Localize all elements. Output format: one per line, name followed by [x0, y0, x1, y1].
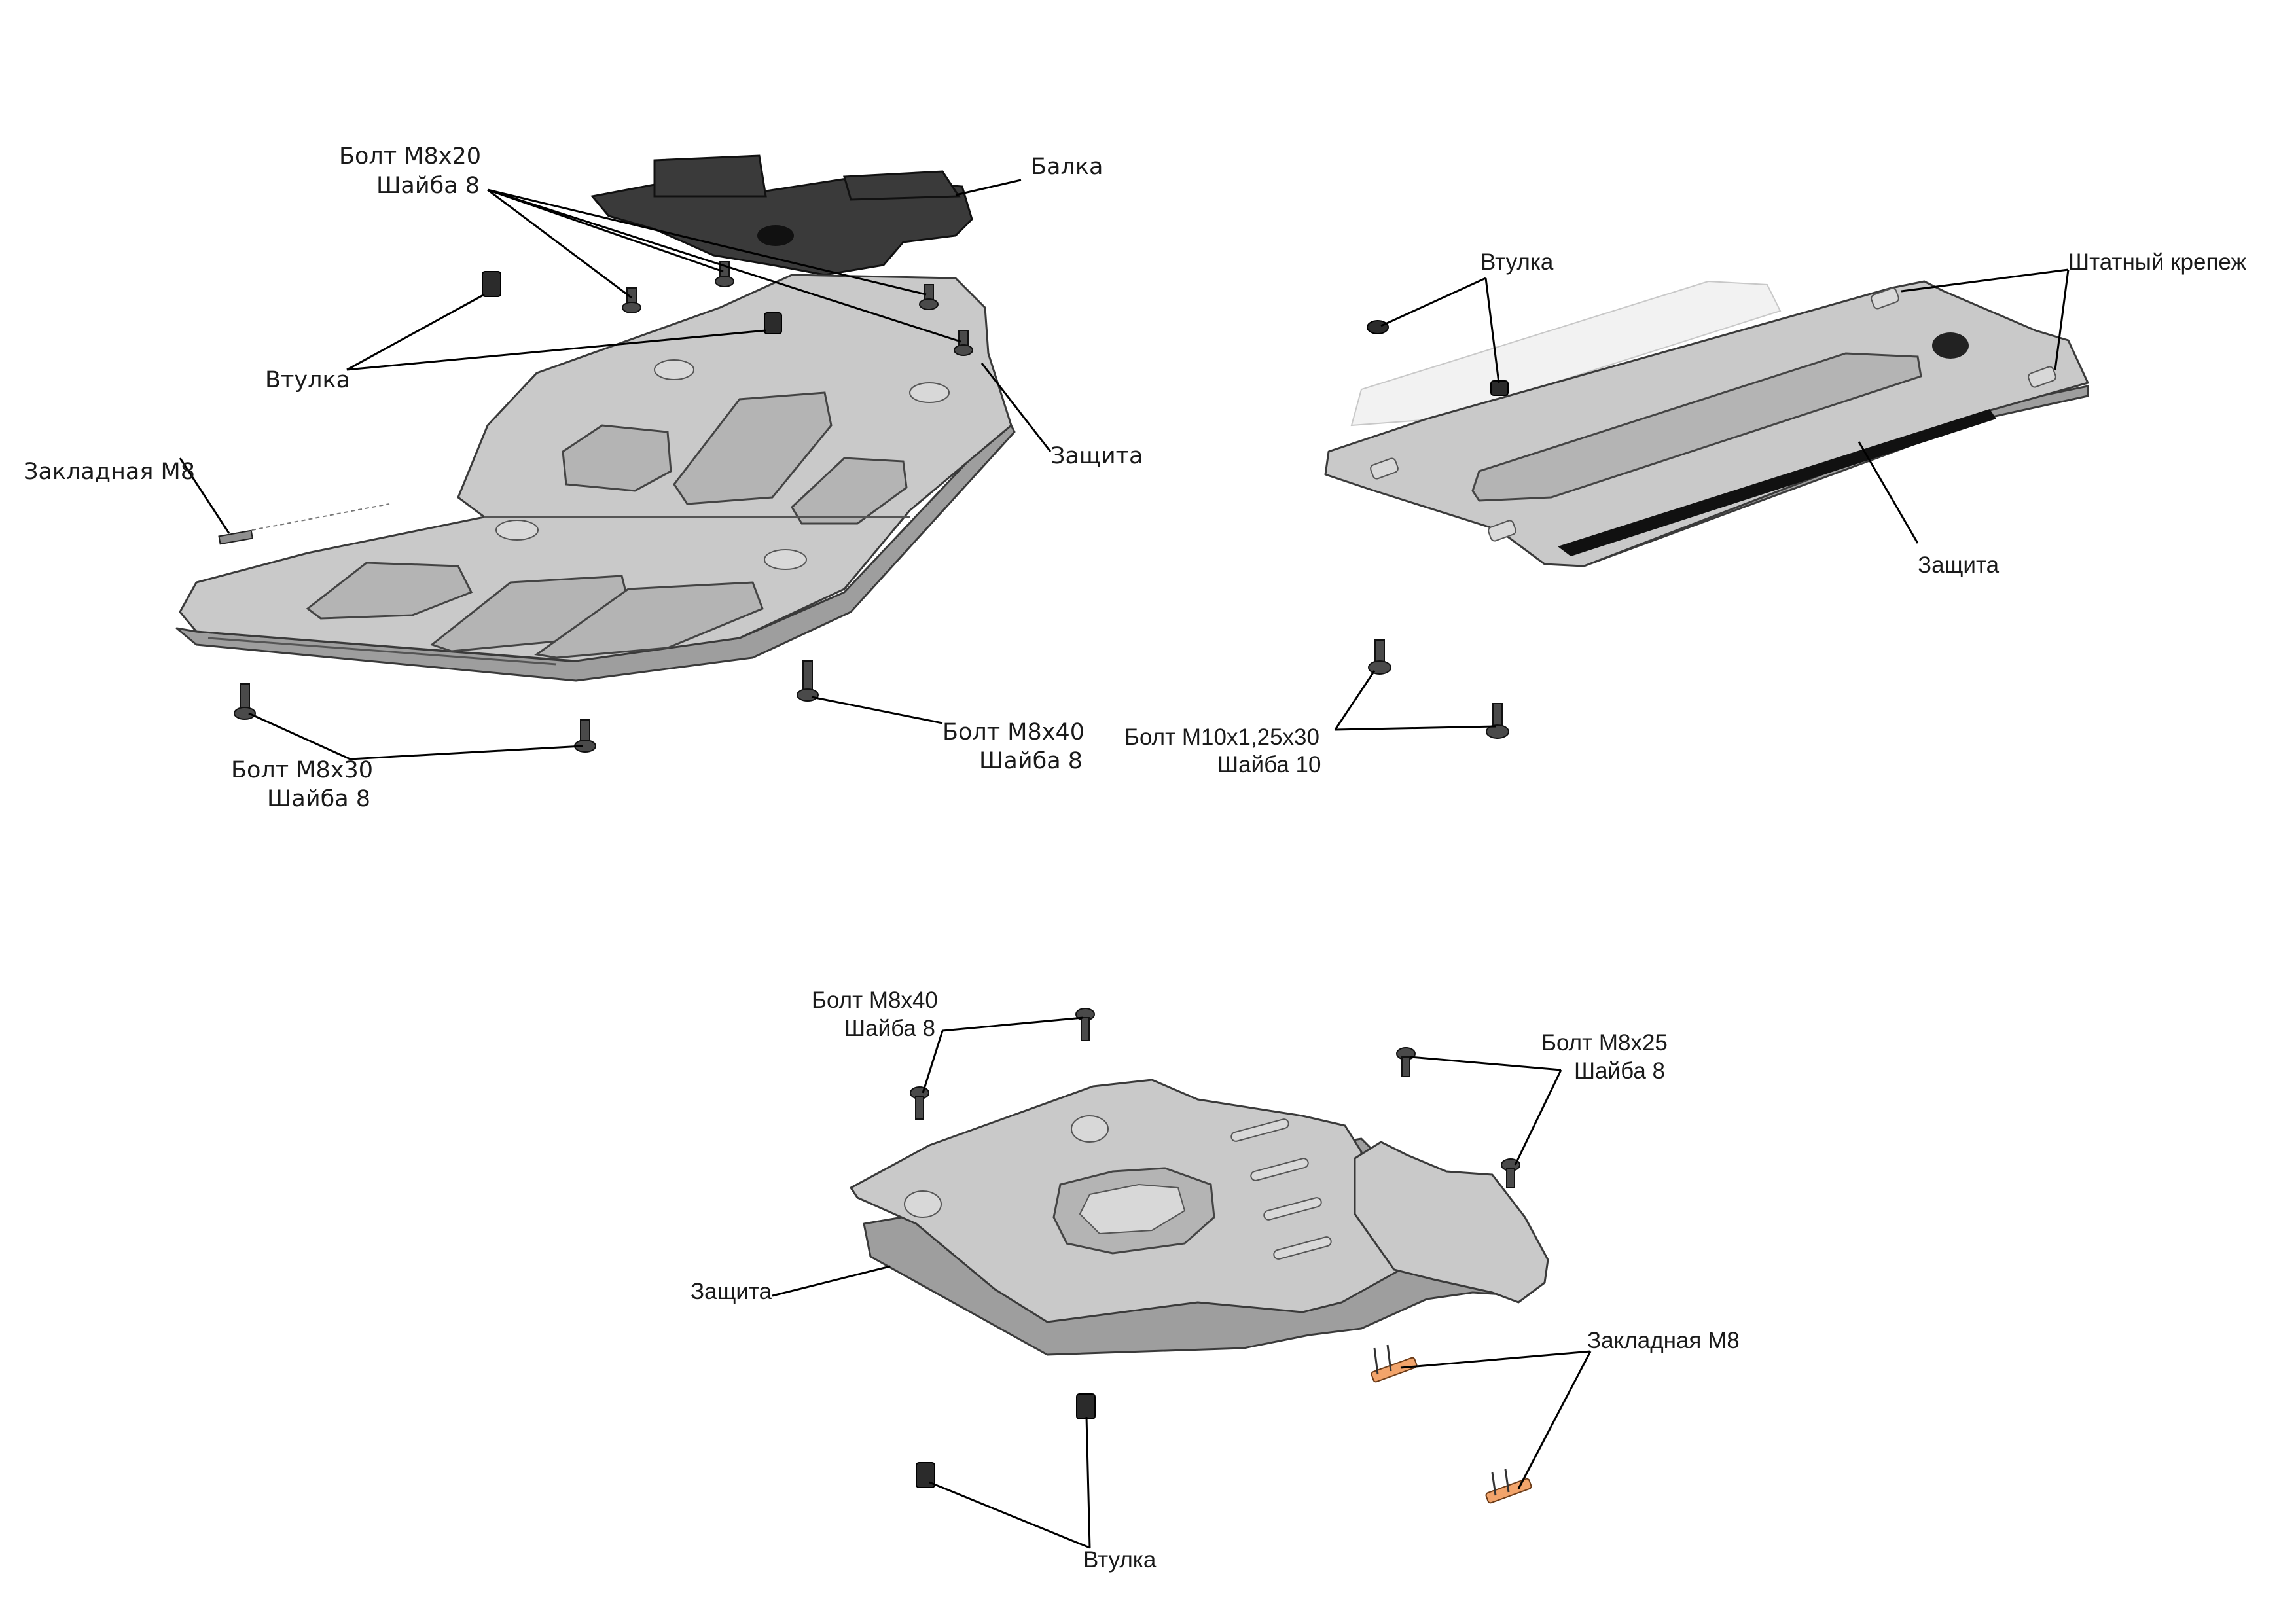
bolt-m8x40-label: Болт М8х40 — [942, 719, 1085, 745]
bolt-m8x30-label: Болт М8х30 — [231, 757, 373, 783]
bolt-m10-label: Болт М10х1,25х30 — [1124, 724, 1319, 750]
bushing-label: Втулка — [1480, 249, 1554, 275]
bolt-m8x20-label: Болт М8х20 — [339, 143, 481, 169]
protection-plate-bottom — [850, 1079, 1549, 1356]
bottom-assembly: Болт М8х40 Шайба 8 Болт М8х25 Шайба 8 За… — [691, 988, 1740, 1573]
washer-8-label: Шайба 8 — [376, 173, 480, 199]
bushing-label: Втулка — [1083, 1547, 1157, 1573]
washer-8-label: Шайба 8 — [979, 748, 1083, 774]
bushing-part — [1490, 380, 1509, 396]
washer-8-label: Шайба 8 — [844, 1016, 935, 1041]
protection-label: Защита — [691, 1279, 772, 1304]
bolt-m8x40-label: Болт М8х40 — [812, 988, 938, 1013]
left-assembly: Болт М8х20 Шайба 8 Балка Втулка Защита З… — [24, 143, 1143, 812]
bushing-label: Втулка — [265, 367, 350, 393]
protection-plate-right — [1324, 280, 2089, 567]
washer-8-label: Шайба 8 — [267, 786, 370, 812]
right-assembly: Втулка Штатный крепеж Защита Болт М10х1,… — [1124, 249, 2246, 777]
protection-label: Защита — [1050, 443, 1143, 469]
bushing-part — [916, 1462, 935, 1488]
bushing-part — [1367, 320, 1389, 334]
bolt-m8x25-label: Болт М8х25 — [1541, 1030, 1668, 1056]
bolt-lower-parts — [234, 660, 819, 753]
insert-m8-part — [218, 503, 390, 545]
beam-label: Балка — [1031, 154, 1103, 180]
washer-10-label: Шайба 10 — [1217, 752, 1321, 777]
beam-part — [590, 154, 973, 276]
bolt-bottom-parts — [910, 1008, 1520, 1188]
protection-label: Защита — [1918, 552, 2000, 578]
bolt-m8x20-parts — [622, 261, 973, 356]
protection-plate-left — [175, 274, 1016, 682]
bushing-part — [764, 312, 782, 334]
washer-8-label: Шайба 8 — [1574, 1058, 1665, 1084]
standard-fastener-label: Штатный крепеж — [2068, 249, 2246, 275]
bushing-part — [482, 271, 501, 297]
insert-m8-label: Закладная М8 — [1587, 1328, 1740, 1353]
bolt-m10-parts — [1368, 639, 1509, 739]
insert-m8-parts — [1371, 1344, 1532, 1504]
bushing-part — [1076, 1393, 1096, 1419]
insert-m8-label: Закладная М8 — [24, 459, 195, 485]
